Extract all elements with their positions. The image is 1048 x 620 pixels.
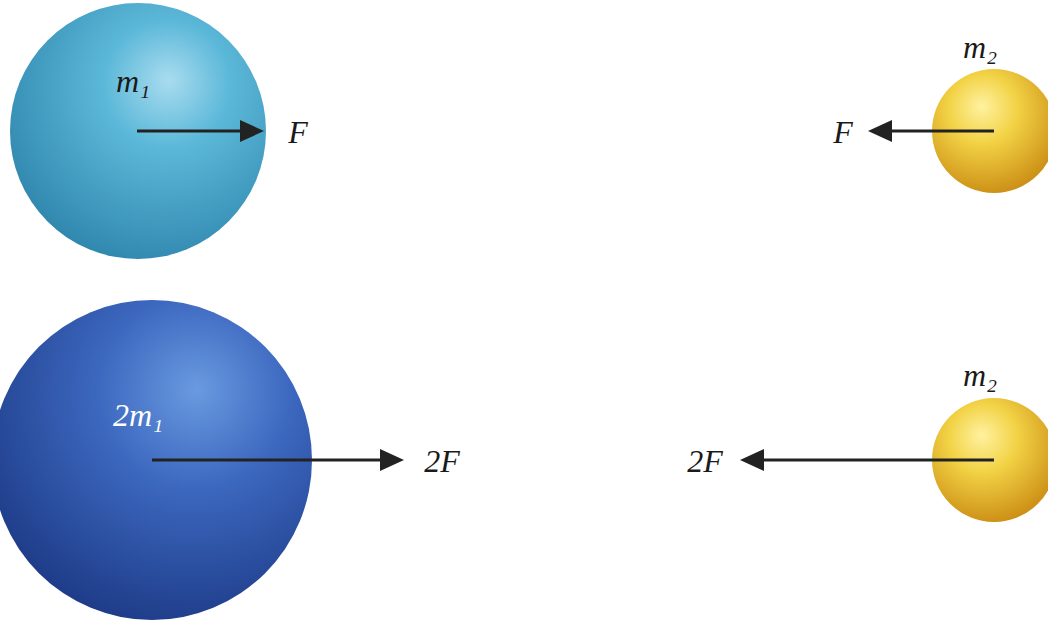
mass-label: 2m₁ xyxy=(113,398,163,433)
mass-sphere: m₁ xyxy=(10,3,266,259)
sphere-shape xyxy=(932,398,1048,522)
force-label: F xyxy=(288,115,308,150)
mass-sphere: m₂ xyxy=(932,69,1048,193)
mass-label: m₂ xyxy=(963,358,997,393)
sphere-fill xyxy=(10,3,266,259)
mass-sphere: m₂ xyxy=(932,398,1048,522)
sphere-shape xyxy=(932,69,1048,193)
mass-sphere: 2m₁ xyxy=(0,300,312,620)
force-label: 2F xyxy=(424,444,460,479)
force-arrow-shaft xyxy=(886,130,994,133)
mass-label: m₁ xyxy=(116,64,150,99)
sphere-fill xyxy=(0,300,312,620)
sphere-shape xyxy=(0,300,312,620)
sphere-fill xyxy=(932,398,1048,522)
force-arrow-shaft xyxy=(137,130,246,133)
force-label: F xyxy=(833,115,853,150)
sphere-fill xyxy=(932,69,1048,193)
force-arrowhead xyxy=(740,449,764,471)
sphere-shape xyxy=(10,3,266,259)
force-label: 2F xyxy=(687,444,723,479)
force-arrow-shaft xyxy=(152,459,386,462)
mass-label: m₂ xyxy=(963,30,997,65)
force-arrowhead xyxy=(380,449,404,471)
force-arrowhead xyxy=(868,120,892,142)
force-arrow-shaft xyxy=(758,459,994,462)
